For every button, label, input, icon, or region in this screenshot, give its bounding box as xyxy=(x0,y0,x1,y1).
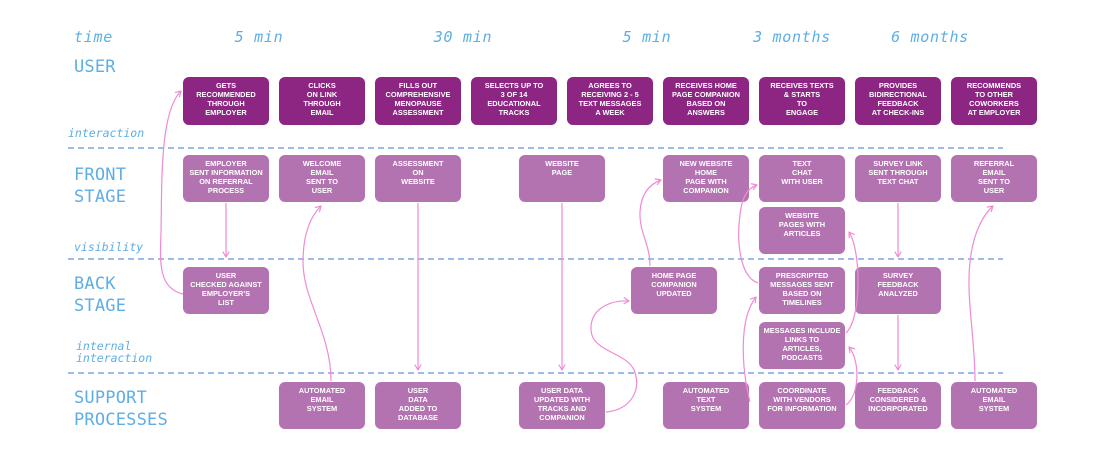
user-action-clicks-link: CLICKS ON LINK THROUGH EMAIL xyxy=(279,77,365,125)
time-stage-4: 3 months xyxy=(753,28,831,46)
lane-label-user: USER xyxy=(74,57,116,77)
support-automated-email-referral: AUTOMATED EMAIL SYSTEM xyxy=(951,382,1037,429)
line-label-visibility: visibility xyxy=(74,240,144,254)
support-feedback-incorporated: FEEDBACK CONSIDERED & INCORPORATED xyxy=(855,382,941,429)
user-action-selects-tracks: SELECTS UP TO 3 OF 14 EDUCATIONAL TRACKS xyxy=(471,77,557,125)
user-action-recommends: RECOMMENDS TO OTHER COWORKERS AT EMPLOYE… xyxy=(951,77,1037,125)
support-user-data-updated: USER DATA UPDATED WITH TRACKS AND COMPAN… xyxy=(519,382,605,429)
time-stage-1: 5 min xyxy=(234,28,284,46)
support-automated-text: AUTOMATED TEXT SYSTEM xyxy=(663,382,749,429)
line-label-interaction: interaction xyxy=(68,126,145,140)
front-stage-assessment: ASSESSMENT ON WEBSITE xyxy=(375,155,461,202)
lane-label-front-stage: FRONT STAGE xyxy=(74,165,127,207)
line-label-internal-interaction: internal interaction xyxy=(76,339,153,365)
back-stage-user-check: USER CHECKED AGAINST EMPLOYER'S LIST xyxy=(183,267,269,314)
back-stage-message-links: MESSAGES INCLUDE LINKS TO ARTICLES, PODC… xyxy=(759,322,845,369)
support-automated-email: AUTOMATED EMAIL SYSTEM xyxy=(279,382,365,429)
user-action-fills-assessment: FILLS OUT COMPREHENSIVE MENOPAUSE ASSESS… xyxy=(375,77,461,125)
front-stage-welcome-email: WELCOME EMAIL SENT TO USER xyxy=(279,155,365,202)
user-action-gets-recommended: GETS RECOMMENDED THROUGH EMPLOYER xyxy=(183,77,269,125)
time-stage-2: 30 min xyxy=(433,28,493,46)
support-user-data-added: USER DATA ADDED TO DATABASE xyxy=(375,382,461,429)
user-action-provides-feedback: PROVIDES BIDIRECTIONAL FEEDBACK AT CHECK… xyxy=(855,77,941,125)
support-coordinate-vendors: COORDINATE WITH VENDORS FOR INFORMATION xyxy=(759,382,845,429)
front-stage-text-chat: TEXT CHAT WITH USER xyxy=(759,155,845,202)
front-stage-new-home-page: NEW WEBSITE HOME PAGE WITH COMPANION xyxy=(663,155,749,202)
user-action-receives-home-page: RECEIVES HOME PAGE COMPANION BASED ON AN… xyxy=(663,77,749,125)
time-stage-5: 6 months xyxy=(891,28,969,46)
back-stage-prescripted-messages: PRESCRIPTED MESSAGES SENT BASED ON TIMEL… xyxy=(759,267,845,314)
back-stage-survey-analyzed: SURVEY FEEDBACK ANALYZED xyxy=(855,267,941,314)
front-stage-employer-info: EMPLOYER SENT INFORMATION ON REFERRAL PR… xyxy=(183,155,269,202)
front-stage-website-page: WEBSITE PAGE xyxy=(519,155,605,202)
user-action-agrees-to-texts: AGREES TO RECEIVING 2 - 5 TEXT MESSAGES … xyxy=(567,77,653,125)
front-stage-survey-link: SURVEY LINK SENT THROUGH TEXT CHAT xyxy=(855,155,941,202)
time-axis-label: time xyxy=(74,28,113,46)
back-stage-companion-updated: HOME PAGE COMPANION UPDATED xyxy=(631,267,717,314)
lane-label-back-stage: BACK STAGE xyxy=(74,274,127,316)
lane-label-support-processes: SUPPORT PROCESSES xyxy=(74,388,168,430)
user-action-receives-texts: RECEIVES TEXTS & STARTS TO ENGAGE xyxy=(759,77,845,125)
time-stage-3: 5 min xyxy=(622,28,672,46)
front-stage-article-pages: WEBSITE PAGES WITH ARTICLES xyxy=(759,207,845,254)
front-stage-referral-email: REFERRAL EMAIL SENT TO USER xyxy=(951,155,1037,202)
